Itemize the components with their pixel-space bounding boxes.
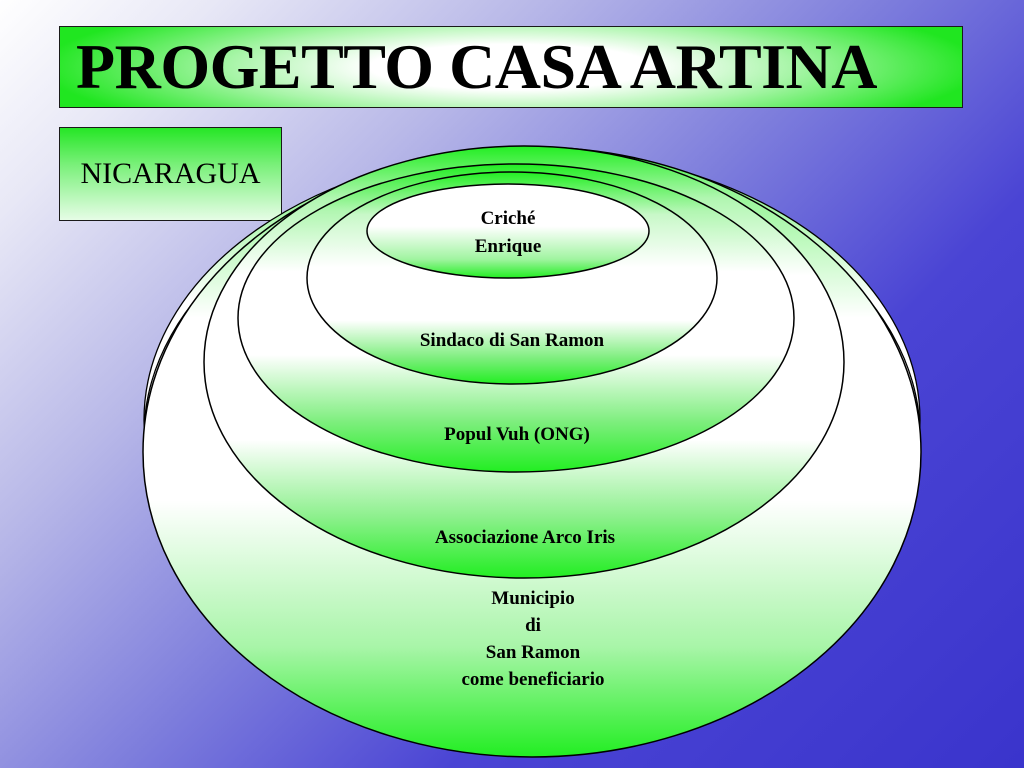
label-municipio-line-2: di xyxy=(525,615,541,636)
label-sindaco: Sindaco di San Ramon xyxy=(420,330,605,351)
label-criche: Criché Enrique xyxy=(475,208,542,257)
label-municipio-line-4: come beneficiario xyxy=(462,669,605,690)
title-banner: PROGETTO CASA ARTINA xyxy=(59,26,963,108)
page-title: PROGETTO CASA ARTINA xyxy=(76,31,877,102)
label-associazione: Associazione Arco Iris xyxy=(435,527,615,548)
label-municipio-line-3: San Ramon xyxy=(486,642,581,663)
label-criche-line-1: Criché xyxy=(481,208,536,229)
label-municipio-line-1: Municipio xyxy=(491,588,574,609)
country-label: NICARAGUA xyxy=(80,157,261,190)
country-label-box: NICARAGUA xyxy=(59,127,282,221)
label-popul-vuh: Popul Vuh (ONG) xyxy=(444,424,590,445)
label-municipio: Municipio di San Ramon come beneficiario xyxy=(462,588,605,690)
label-criche-line-2: Enrique xyxy=(475,236,542,257)
ring-criche xyxy=(366,183,650,279)
